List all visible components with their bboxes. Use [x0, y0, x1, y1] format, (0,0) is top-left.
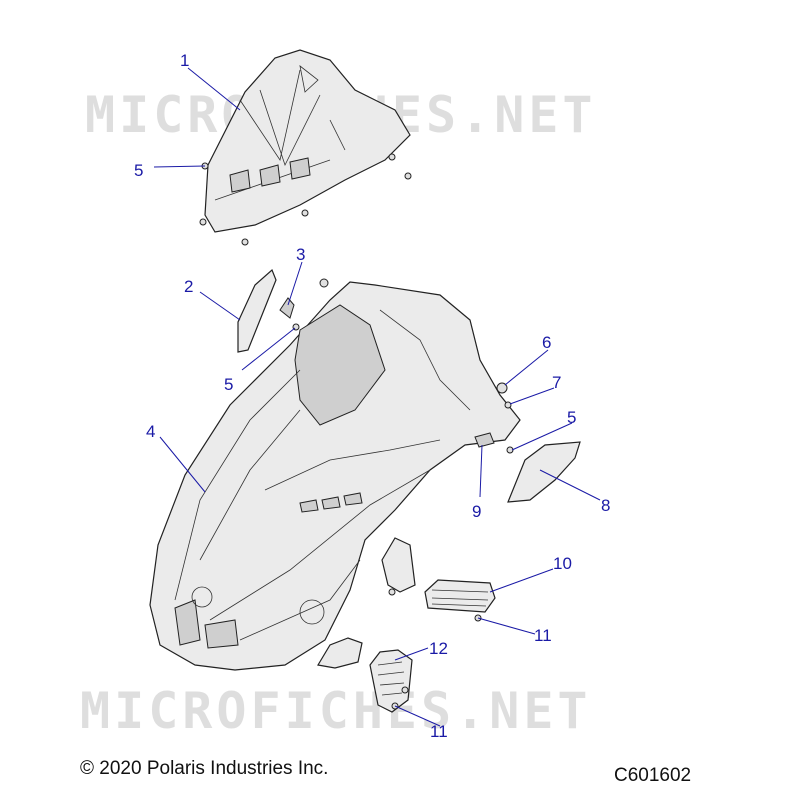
diagram-code: C601602	[614, 765, 692, 786]
callout-1: 4	[146, 422, 155, 441]
callout-2: 2	[184, 277, 193, 296]
part-clip	[474, 432, 495, 448]
callout-4: 1	[180, 51, 189, 70]
part-side-trim	[237, 268, 277, 353]
callout-5-side: 5	[567, 408, 576, 427]
part-fastener	[496, 382, 508, 394]
top-fastener	[319, 278, 329, 288]
callouts: 1 5 2 3 5 4 6 7 5 8 9 10 11 12 11	[134, 51, 610, 741]
watermark-bottom: MICROFICHES.NET	[80, 682, 592, 740]
callout-9: 9	[472, 502, 481, 521]
part-washer	[504, 401, 512, 409]
callout-10: 10	[553, 554, 572, 573]
part-windshield	[204, 49, 411, 233]
callout-3: 3	[296, 245, 305, 264]
callout-6: 6	[542, 333, 551, 352]
part-bracket	[279, 297, 295, 319]
leader-lines	[153, 67, 601, 727]
callout-11-lower: 11	[430, 722, 448, 741]
part-vent-upper	[381, 537, 496, 622]
callout-7: 7	[552, 373, 561, 392]
callout-12: 12	[429, 639, 448, 658]
callout-11-upper: 11	[534, 626, 552, 645]
callout-8: 8	[601, 496, 610, 515]
copyright-text: © 2020 Polaris Industries Inc.	[80, 758, 329, 779]
callout-5-bracket: 5	[224, 375, 233, 394]
windshield-screws	[199, 153, 412, 246]
callout-5-windshield: 5	[134, 161, 143, 180]
part-hood	[149, 281, 521, 671]
